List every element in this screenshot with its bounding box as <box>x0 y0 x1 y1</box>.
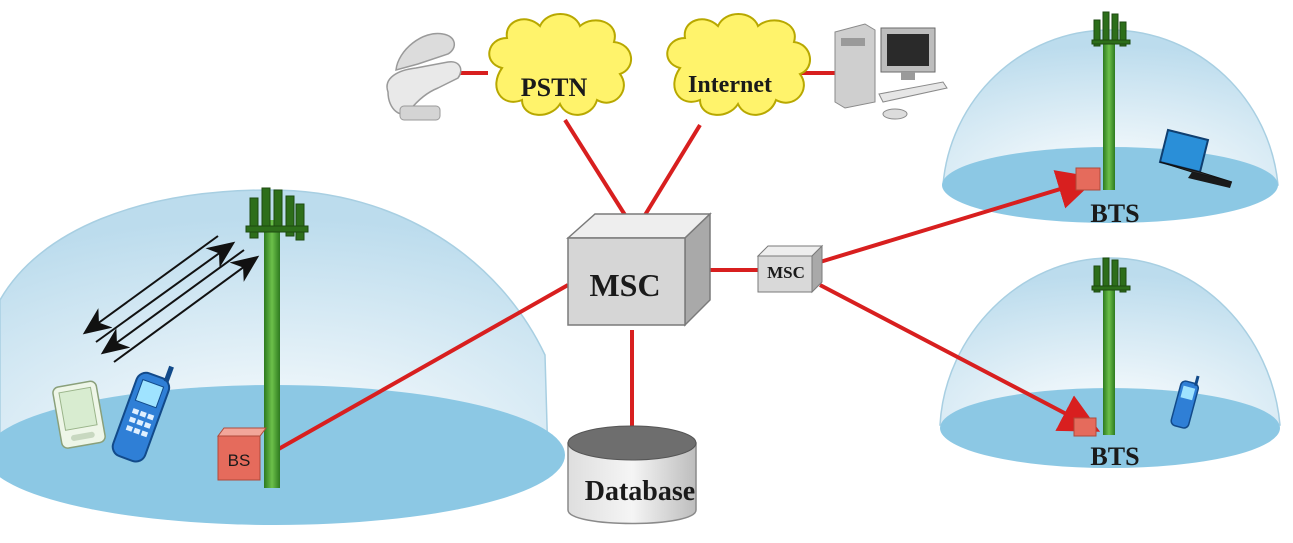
msc-main-label: MSC <box>589 267 660 303</box>
internet-cloud: Internet <box>666 13 811 116</box>
database-node: Database <box>567 425 697 525</box>
laptop-icon <box>1158 128 1233 188</box>
left-cell-dome <box>0 189 565 525</box>
mobile-phone-icon <box>1170 375 1200 429</box>
mobile-phone-icon <box>111 365 174 463</box>
cell-tower-icon <box>1091 11 1131 190</box>
radio-link-arrows <box>82 235 260 363</box>
bts-bottom-label: BTS <box>1090 442 1139 471</box>
bs-label: BS <box>228 451 251 470</box>
msc-small-label: MSC <box>767 263 805 282</box>
bs-node: BS <box>217 427 267 481</box>
pstn-cloud: PSTN <box>488 13 632 116</box>
pda-icon <box>52 380 106 449</box>
internet-label: Internet <box>688 72 772 98</box>
network-links <box>267 71 1101 457</box>
link-msc-bs <box>267 283 569 457</box>
bts-top-node: BTS <box>1075 167 1140 228</box>
link-small-msc-bts-top <box>819 170 1098 264</box>
link-small-msc-bts-bottom <box>819 283 1101 432</box>
link-internet-msc <box>643 123 702 217</box>
cell-tower-icon <box>1091 257 1131 435</box>
telephone-icon <box>386 32 462 121</box>
msc-small-node: MSC <box>756 244 824 294</box>
database-label: Database <box>585 476 695 507</box>
bts-top-label: BTS <box>1090 199 1139 228</box>
desktop-computer-icon <box>834 23 948 120</box>
pstn-label: PSTN <box>521 73 588 102</box>
link-pstn-msc <box>563 118 627 217</box>
bts-bottom-node: BTS <box>1073 417 1140 471</box>
cell-tower-icon <box>245 187 309 488</box>
msc-main-node: MSC <box>566 212 712 327</box>
